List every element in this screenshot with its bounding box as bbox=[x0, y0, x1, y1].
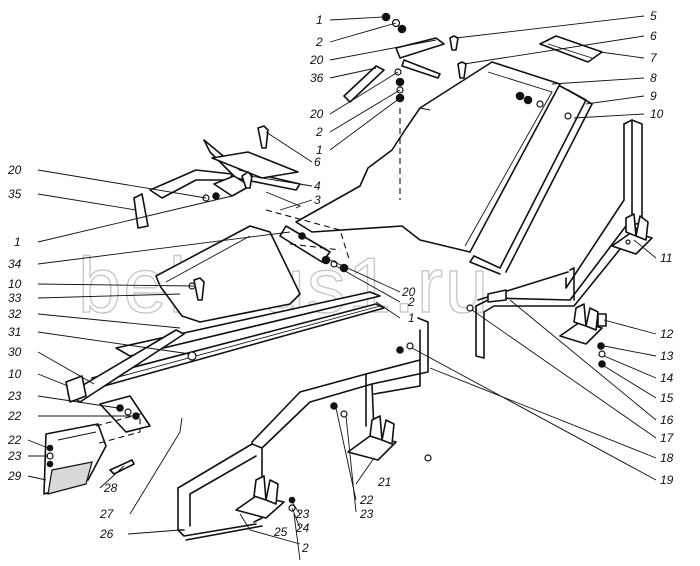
floor-plate-left bbox=[155, 225, 301, 323]
label-8: 8 bbox=[650, 71, 657, 85]
label-17: 17 bbox=[660, 431, 675, 445]
bracket-25 bbox=[235, 475, 296, 519]
bracket-mid-right bbox=[559, 303, 607, 368]
label-5: 5 bbox=[650, 9, 657, 23]
leader-lines bbox=[27, 15, 657, 561]
label-1: 1 bbox=[316, 143, 323, 157]
label-10: 10 bbox=[8, 367, 22, 381]
label-4: 4 bbox=[314, 179, 321, 193]
label-23: 23 bbox=[7, 389, 22, 403]
label-1: 1 bbox=[316, 13, 323, 27]
mid-bracket bbox=[133, 125, 302, 229]
label-15: 15 bbox=[660, 391, 674, 405]
label-25: 25 bbox=[273, 525, 288, 539]
floor-plate-right bbox=[295, 61, 561, 253]
label-24: 24 bbox=[295, 521, 310, 535]
center-strip bbox=[279, 225, 349, 273]
label-34: 34 bbox=[8, 257, 22, 271]
label-19: 19 bbox=[660, 473, 674, 487]
label-9: 9 bbox=[650, 89, 657, 103]
label-3: 3 bbox=[314, 193, 321, 207]
label-35: 35 bbox=[8, 187, 22, 201]
label-10: 10 bbox=[650, 107, 664, 121]
label-20: 20 bbox=[309, 107, 324, 121]
label-21: 21 bbox=[377, 475, 391, 489]
rail-right bbox=[469, 85, 593, 275]
label-12: 12 bbox=[660, 327, 674, 341]
label-1: 1 bbox=[408, 311, 415, 325]
assembly-dashes bbox=[95, 108, 401, 445]
label-2: 2 bbox=[315, 35, 323, 49]
label-14: 14 bbox=[660, 371, 674, 385]
label-7: 7 bbox=[650, 51, 658, 65]
label-26: 26 bbox=[99, 527, 114, 541]
label-23: 23 bbox=[359, 507, 374, 521]
rail-fasteners bbox=[396, 289, 507, 354]
label-29: 29 bbox=[7, 469, 22, 483]
label-22: 22 bbox=[7, 433, 22, 447]
label-36: 36 bbox=[310, 71, 324, 85]
label-20: 20 bbox=[7, 163, 22, 177]
label-2: 2 bbox=[315, 125, 323, 139]
label-1: 1 bbox=[14, 235, 21, 249]
label-23: 23 bbox=[295, 507, 310, 521]
label-28: 28 bbox=[103, 481, 118, 495]
label-22: 22 bbox=[359, 493, 374, 507]
label-20: 20 bbox=[401, 285, 416, 299]
label-27: 27 bbox=[99, 507, 115, 521]
label-18: 18 bbox=[660, 451, 674, 465]
label-2: 2 bbox=[301, 541, 309, 555]
label-13: 13 bbox=[660, 349, 674, 363]
bracket-21 bbox=[330, 402, 432, 462]
label-23: 23 bbox=[7, 449, 22, 463]
label-11: 11 bbox=[660, 251, 672, 265]
label-6: 6 bbox=[650, 29, 657, 43]
label-6: 6 bbox=[314, 155, 321, 169]
label-32: 32 bbox=[8, 307, 22, 321]
label-33: 33 bbox=[8, 291, 22, 305]
label-20: 20 bbox=[309, 53, 324, 67]
label-31: 31 bbox=[8, 325, 21, 339]
handrail-right bbox=[475, 119, 643, 359]
label-10: 10 bbox=[8, 277, 22, 291]
part-labels: 1 2 20 36 20 2 1 5 6 7 8 9 10 6 4 3 20 3… bbox=[7, 9, 675, 555]
label-22: 22 bbox=[7, 409, 22, 423]
label-2: 2 bbox=[407, 295, 415, 309]
step-29 bbox=[43, 423, 135, 495]
support-left bbox=[65, 329, 197, 433]
label-16: 16 bbox=[660, 413, 674, 427]
bracket-right bbox=[611, 213, 653, 255]
label-30: 30 bbox=[8, 345, 22, 359]
